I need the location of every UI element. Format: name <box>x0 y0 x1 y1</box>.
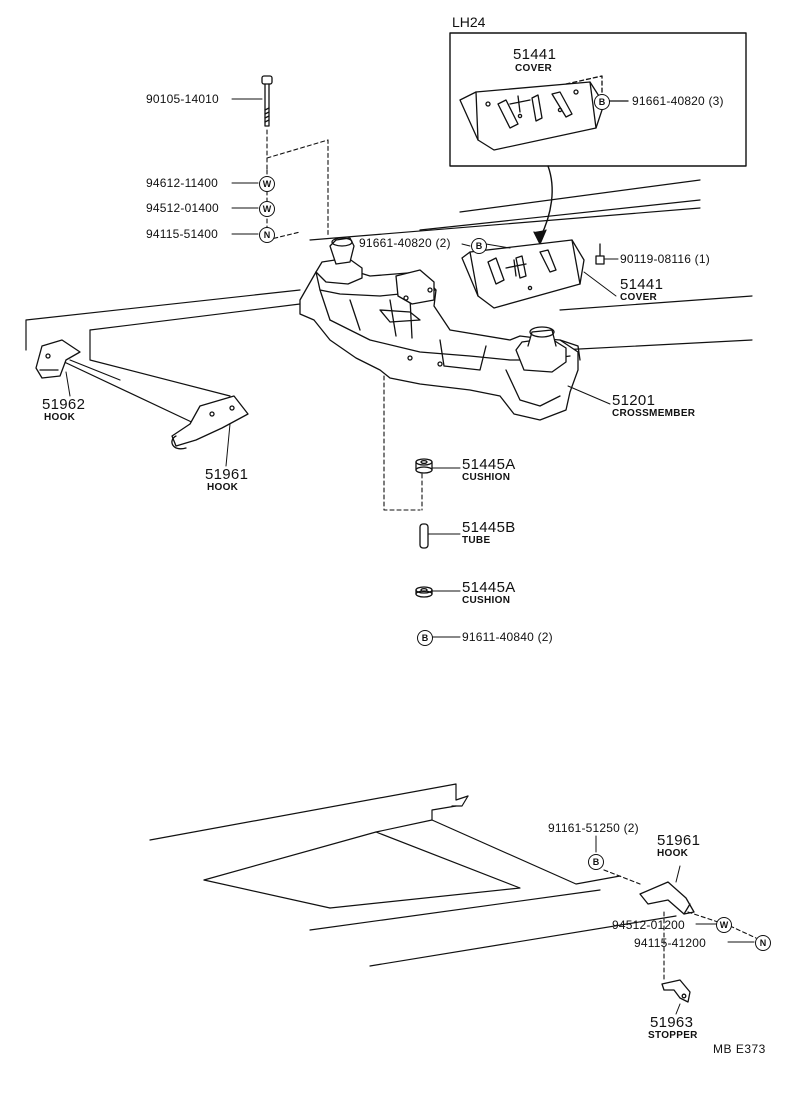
front-hook-part-name: HOOK <box>207 482 239 493</box>
front-hook-part-number: 51961 <box>205 466 249 483</box>
tube-part-name: TUBE <box>462 535 491 546</box>
lower-bolt-label: 91161-51250 (2) <box>548 821 639 835</box>
rear-hook <box>35 339 81 379</box>
washer-icon: W <box>716 917 732 933</box>
lower-hook-part-name: HOOK <box>657 848 689 859</box>
stopper-part-number: 51963 <box>650 1014 694 1031</box>
tube <box>419 523 429 549</box>
inset-part-name: COVER <box>515 63 553 74</box>
cover-bolt-label: 91661-40820 (2) <box>359 236 451 250</box>
cover-part-name: COVER <box>620 292 658 303</box>
inset-arrow <box>533 165 553 245</box>
inset-box <box>449 32 747 167</box>
upper-cover-plate <box>461 239 585 309</box>
mount-bolt <box>261 75 273 127</box>
lower-hook <box>639 881 695 915</box>
washer-icon: W <box>259 176 275 192</box>
cover-screw-label: 90119-08116 (1) <box>620 252 710 266</box>
inset-title: LH24 <box>452 14 486 30</box>
bolt-90105-label: 90105-14010 <box>146 92 219 106</box>
lower-frame <box>149 783 677 967</box>
leader-lines-upper <box>65 98 619 638</box>
cushion-lower-part-name: CUSHION <box>462 595 511 606</box>
crossmember-part-name: CROSSMEMBER <box>612 408 696 419</box>
stopper <box>661 979 691 1003</box>
front-hook <box>171 395 249 450</box>
diagram-code: MB E373 <box>713 1042 766 1056</box>
nut-icon: N <box>259 227 275 243</box>
inset-part-number: 51441 <box>513 46 557 63</box>
nut-94115-label: 94115-51400 <box>146 227 219 241</box>
inset-bolt-code: 91661-40820 (3) <box>632 94 724 108</box>
tube-part-number: 51445B <box>462 519 516 536</box>
cushion-lower-part-number: 51445A <box>462 579 516 596</box>
cushion-lower <box>415 586 433 598</box>
cushion-upper-part-name: CUSHION <box>462 472 511 483</box>
lower-nut-label: 94115-41200 <box>634 936 707 950</box>
lower-washer-label: 94512-01200 <box>612 918 685 932</box>
nut-icon: N <box>755 935 771 951</box>
bolt-icon: B <box>588 854 604 870</box>
cover-screw <box>595 243 605 265</box>
washer-94612-label: 94612-11400 <box>146 176 219 190</box>
bolt-icon: B <box>417 630 433 646</box>
cushion-upper-part-number: 51445A <box>462 456 516 473</box>
bottom-bolt-label: 91611-40840 (2) <box>462 630 553 644</box>
upper-frame <box>25 179 753 427</box>
cover-part-number: 51441 <box>620 276 664 293</box>
leader-lines-lower <box>595 835 755 1015</box>
rear-hook-part-name: HOOK <box>44 412 76 423</box>
washer-icon: W <box>259 201 275 217</box>
crossmember-part-number: 51201 <box>612 392 656 409</box>
washer-94512-label: 94512-01400 <box>146 201 219 215</box>
inset-bolt-symbol: B <box>594 94 610 110</box>
inset-cover-plate <box>459 81 605 151</box>
rear-hook-part-number: 51962 <box>42 396 86 413</box>
stopper-part-name: STOPPER <box>648 1030 698 1041</box>
cushion-upper <box>415 458 433 474</box>
lower-hook-part-number: 51961 <box>657 832 701 849</box>
crossmember <box>299 237 581 421</box>
bolt-icon: B <box>471 238 487 254</box>
